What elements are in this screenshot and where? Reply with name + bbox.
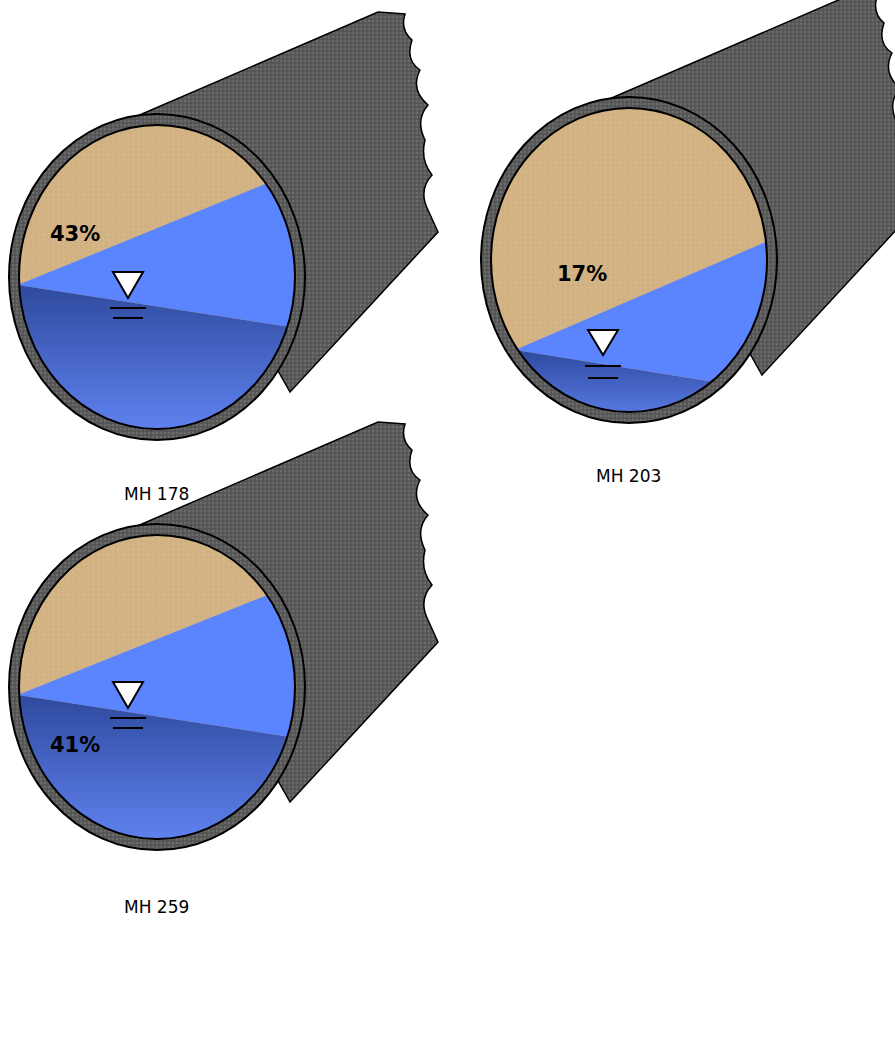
percent-label: 43% bbox=[50, 222, 100, 246]
manhole-label: MH 259 bbox=[124, 897, 189, 917]
percent-label: 41% bbox=[50, 733, 100, 757]
pipe-section bbox=[0, 12, 438, 460]
pipe-section bbox=[0, 422, 438, 870]
pipe-section bbox=[472, 0, 895, 443]
manhole-label: MH 178 bbox=[124, 484, 189, 504]
percent-label: 17% bbox=[557, 262, 607, 286]
manhole-label: MH 203 bbox=[596, 466, 661, 486]
